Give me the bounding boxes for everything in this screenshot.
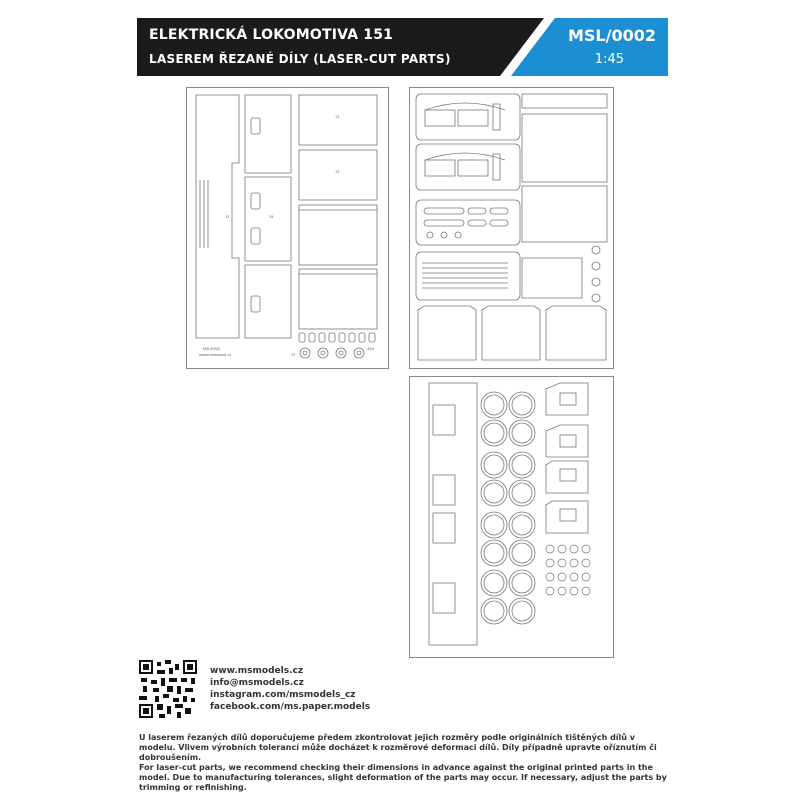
parts-sheet-3 (409, 376, 614, 658)
part-label: 13 (335, 115, 339, 119)
part-label: 15 (269, 215, 273, 219)
email-link[interactable]: info@msmodels.cz (210, 678, 304, 688)
header-background (137, 18, 668, 76)
qr-code-image (139, 660, 197, 718)
sheet-3-drawing (428, 382, 591, 646)
part-label: 17 (291, 353, 295, 357)
part-label: 45d (367, 347, 374, 351)
note-czech: U laserem řezaných dílů doporučujeme pře… (139, 733, 657, 762)
header-banner: ELEKTRICKÁ LOKOMOTIVA 151 LASEREM ŘEZANÉ… (137, 18, 668, 76)
contact-links: www.msmodels.cz info@msmodels.cz instagr… (210, 665, 370, 713)
website-link[interactable]: www.msmodels.cz (210, 666, 304, 676)
model-scale: 1:45 (594, 52, 624, 67)
part-label: 13 (225, 215, 229, 219)
page-title: ELEKTRICKÁ LOKOMOTIVA 151 (149, 27, 394, 43)
parts-sheet-2 (409, 87, 614, 369)
instagram-link[interactable]: instagram.com/msmodels_cz (210, 690, 356, 700)
sheet-2-drawing (415, 93, 608, 361)
parts-sheet-1: 13 15 13 13 17 45d MSL/0002 www.msmodels… (186, 87, 389, 369)
sheet-brand-url: www.msmodels.cz (199, 353, 231, 357)
page-subtitle: LASEREM ŘEZANÉ DÍLY (LASER-CUT PARTS) (149, 52, 451, 66)
sheet-1-drawing: 13 15 13 13 17 45d MSL/0002 www.msmodels… (195, 94, 378, 359)
product-code: MSL/0002 (567, 26, 656, 45)
note-english: For laser-cut parts, we recommend checki… (139, 763, 667, 792)
part-label: 13 (335, 170, 339, 174)
qr-code[interactable] (139, 660, 197, 718)
sheet-brand-code: MSL/0002 (203, 347, 220, 351)
facebook-link[interactable]: facebook.com/ms.paper.models (210, 702, 371, 712)
